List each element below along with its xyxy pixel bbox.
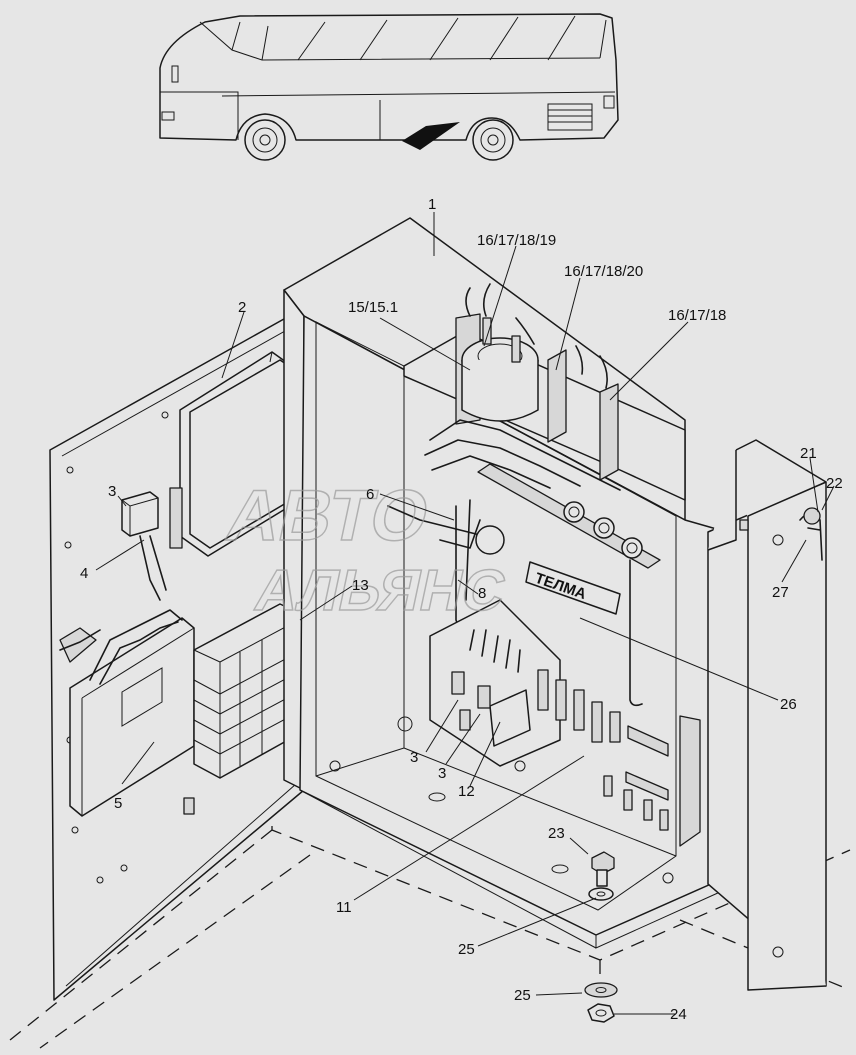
callout-24: 24 xyxy=(670,1006,687,1023)
bus-illustration xyxy=(159,13,619,161)
callout-labels: 1 16/17/18/19 16/17/18/20 15/15.1 16/17/… xyxy=(80,196,843,1023)
callout-22: 22 xyxy=(826,475,843,492)
callout-6: 6 xyxy=(366,486,374,503)
watermark: АВТО АЛЬЯНС xyxy=(219,475,512,624)
leader-lines xyxy=(95,212,835,1015)
callout-3-mid: 3 xyxy=(410,749,418,766)
callout-15-15-1: 15/15.1 xyxy=(348,299,398,316)
callout-3-top: 3 xyxy=(108,483,116,500)
callout-25-upper: 25 xyxy=(458,941,475,958)
ecu-module-5 xyxy=(59,609,195,817)
label-plate-telma: ТЕЛМА xyxy=(525,561,621,615)
internal-hardware xyxy=(387,463,661,707)
callout-25-lower: 25 xyxy=(514,987,531,1004)
callout-16-17-18-19: 16/17/18/19 xyxy=(477,232,556,249)
terminal-panel-11 xyxy=(429,599,701,847)
mounting-hardware xyxy=(584,851,618,1023)
right-door xyxy=(707,439,827,991)
relay-3-4 xyxy=(121,491,167,601)
callout-4: 4 xyxy=(80,565,88,582)
callout-23: 23 xyxy=(548,825,565,842)
callout-16-17-18: 16/17/18 xyxy=(668,307,726,324)
callout-12: 12 xyxy=(458,783,475,800)
callout-16-17-18-20: 16/17/18/20 xyxy=(564,263,643,280)
control-unit-2 xyxy=(169,351,301,557)
callout-8: 8 xyxy=(478,585,486,602)
watermark-line1: АВТО xyxy=(220,476,436,556)
callout-2: 2 xyxy=(238,299,246,316)
callout-27: 27 xyxy=(772,584,789,601)
watermark-line2: АЛЬЯНС xyxy=(250,559,512,623)
callout-5: 5 xyxy=(114,795,122,812)
callout-11: 11 xyxy=(336,899,352,916)
top-panel xyxy=(403,283,686,501)
callout-3-low: 3 xyxy=(438,765,446,782)
callout-26: 26 xyxy=(780,696,797,713)
callout-21: 21 xyxy=(800,445,817,462)
callout-1: 1 xyxy=(428,196,436,213)
callout-13: 13 xyxy=(352,577,369,594)
